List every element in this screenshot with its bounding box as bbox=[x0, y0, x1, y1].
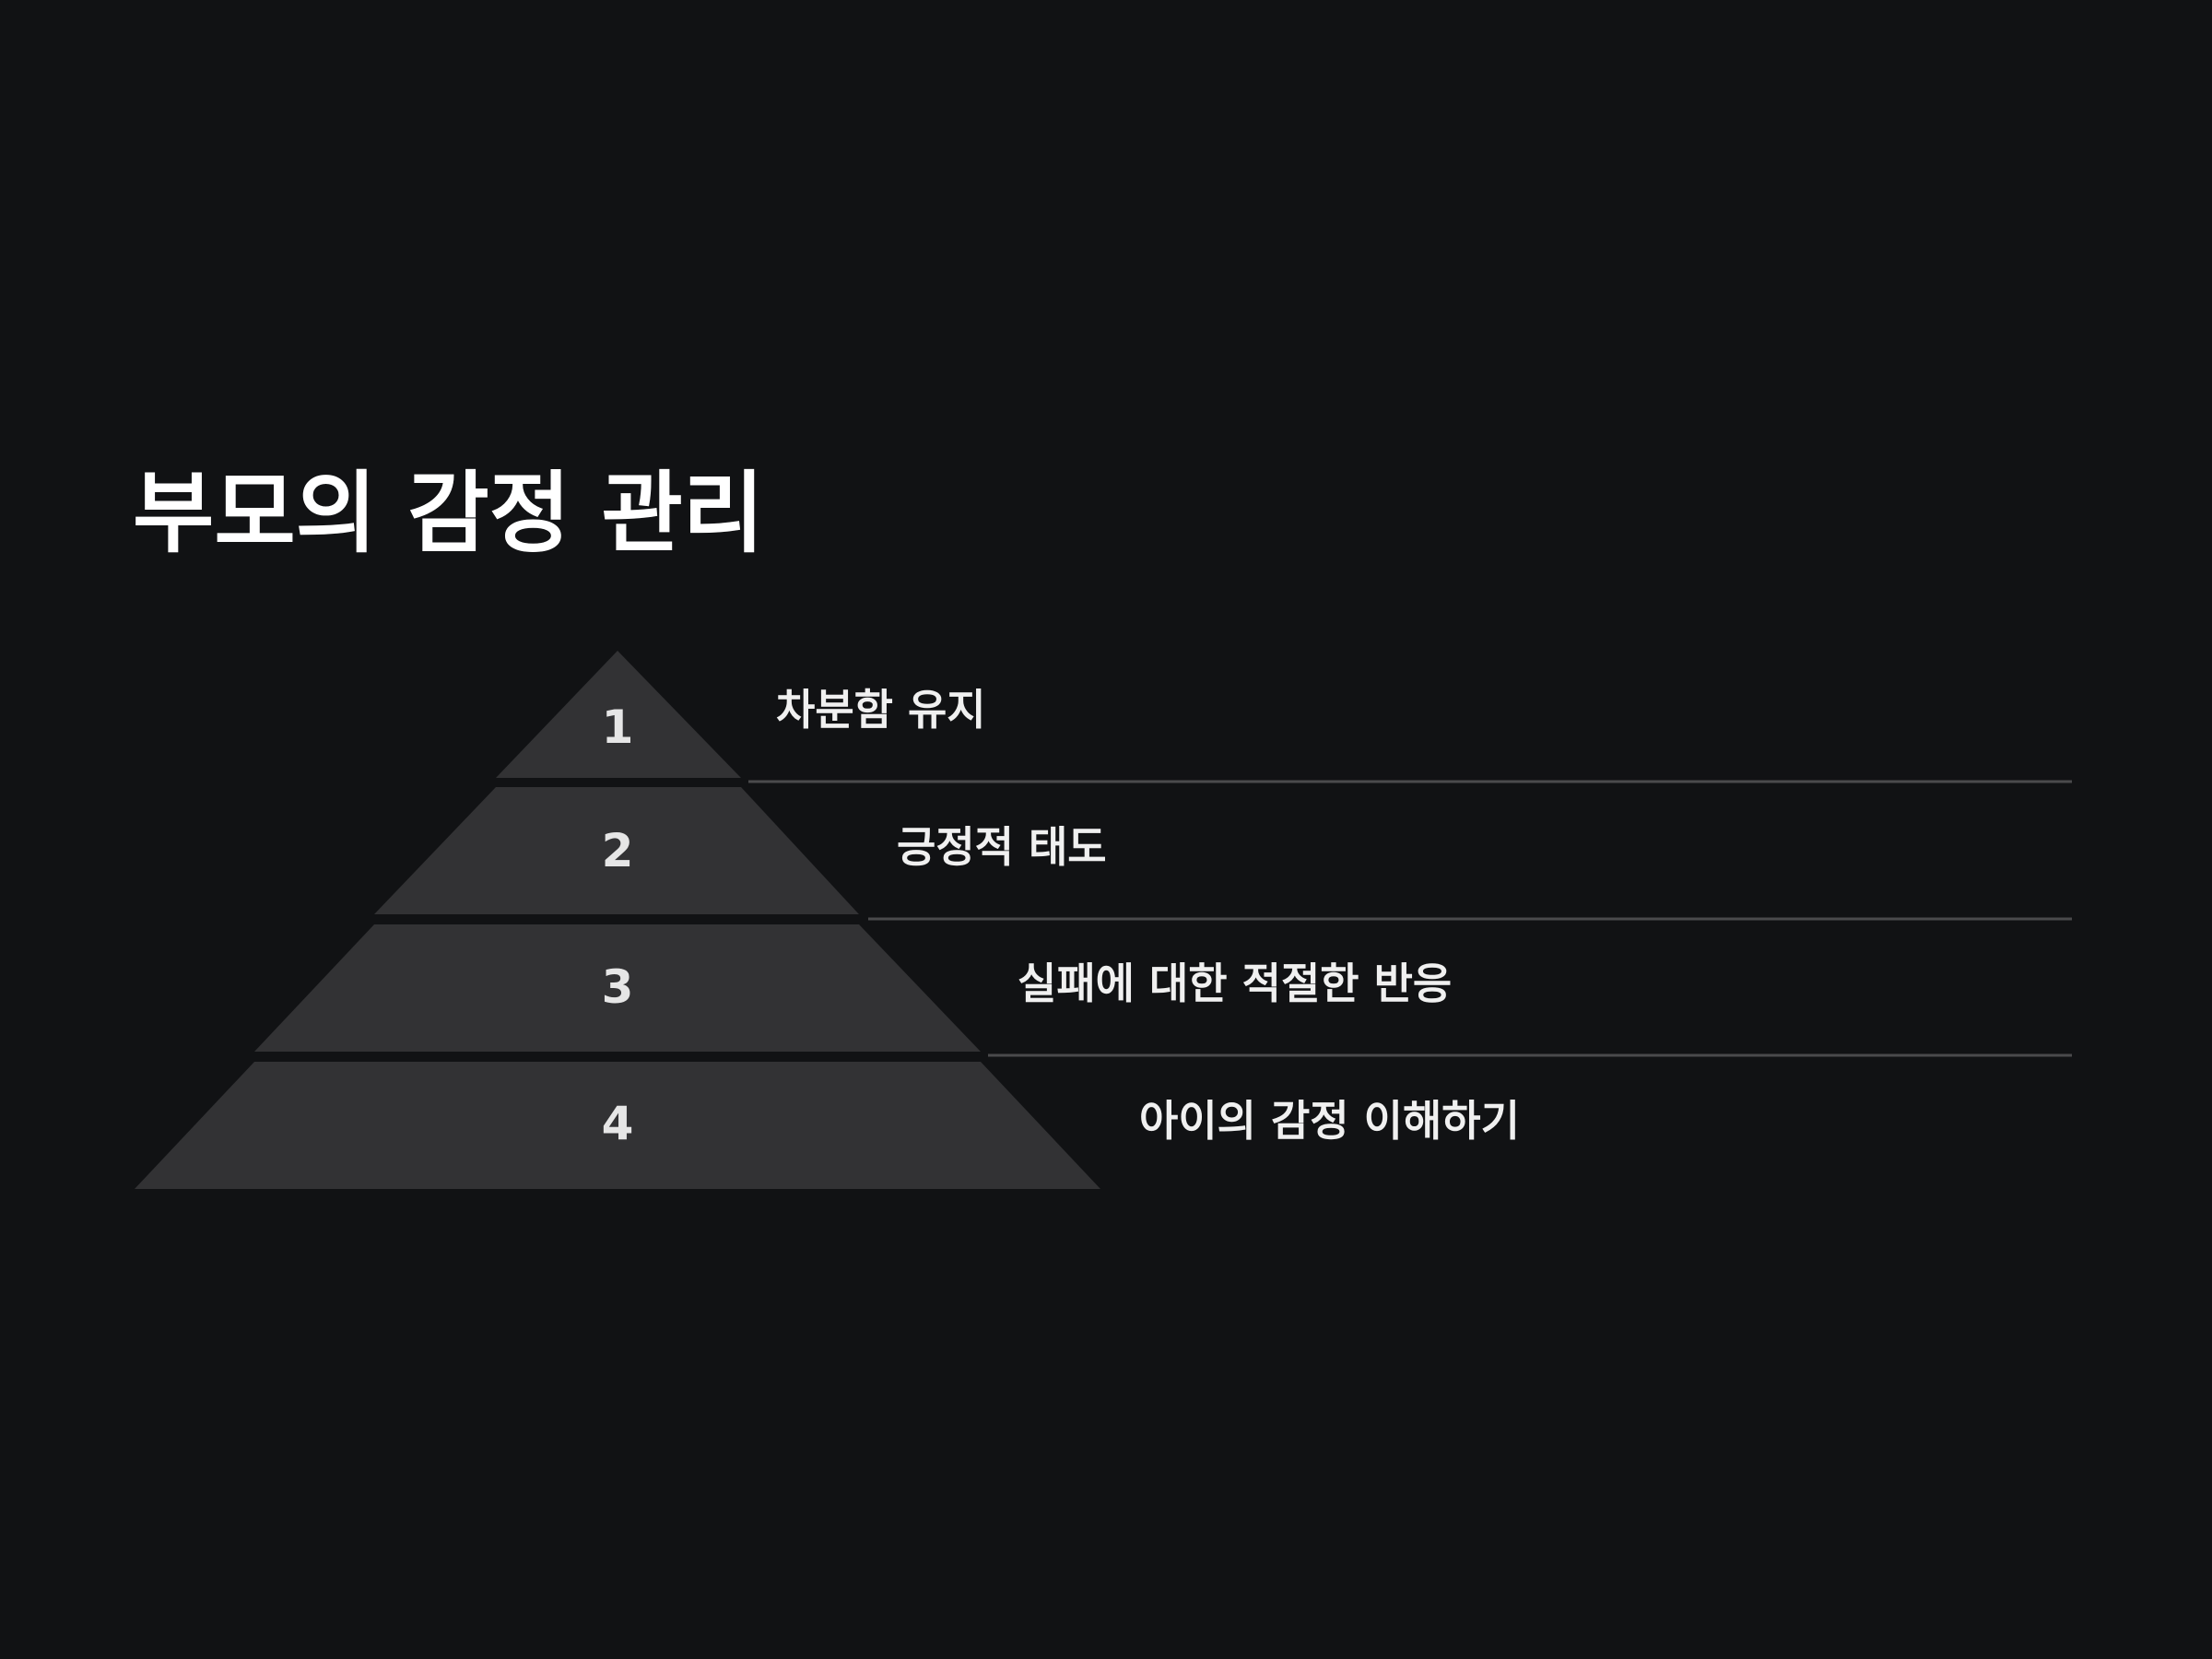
pyramid-segment-4 bbox=[135, 1062, 1100, 1189]
level-number-1: 1 bbox=[602, 700, 634, 754]
level-label-4: 아이의 감정 이해하기 bbox=[1139, 1096, 1520, 1146]
pyramid-segment-2 bbox=[374, 787, 859, 914]
level-number-3: 3 bbox=[602, 960, 634, 1014]
level-label-3: 실패에 대한 적절한 반응 bbox=[1018, 959, 1452, 1008]
pyramid-level-2: 2 긍정적 태도 bbox=[374, 787, 2072, 921]
level-number-4: 4 bbox=[602, 1097, 634, 1150]
pyramid-level-3: 3 실패에 대한 적절한 반응 bbox=[254, 924, 2072, 1057]
level-label-2: 긍정적 태도 bbox=[897, 822, 1107, 872]
pyramid-segment-3 bbox=[254, 924, 981, 1052]
pyramid-level-4: 4 아이의 감정 이해하기 bbox=[135, 1062, 1520, 1189]
level-label-1: 차분함 유지 bbox=[776, 685, 986, 735]
slide-title: 부모의 감정 관리 bbox=[133, 462, 765, 565]
level-number-2: 2 bbox=[602, 824, 634, 877]
pyramid-segment-1 bbox=[496, 651, 741, 778]
pyramid-level-1: 1 차분함 유지 bbox=[496, 651, 2072, 783]
